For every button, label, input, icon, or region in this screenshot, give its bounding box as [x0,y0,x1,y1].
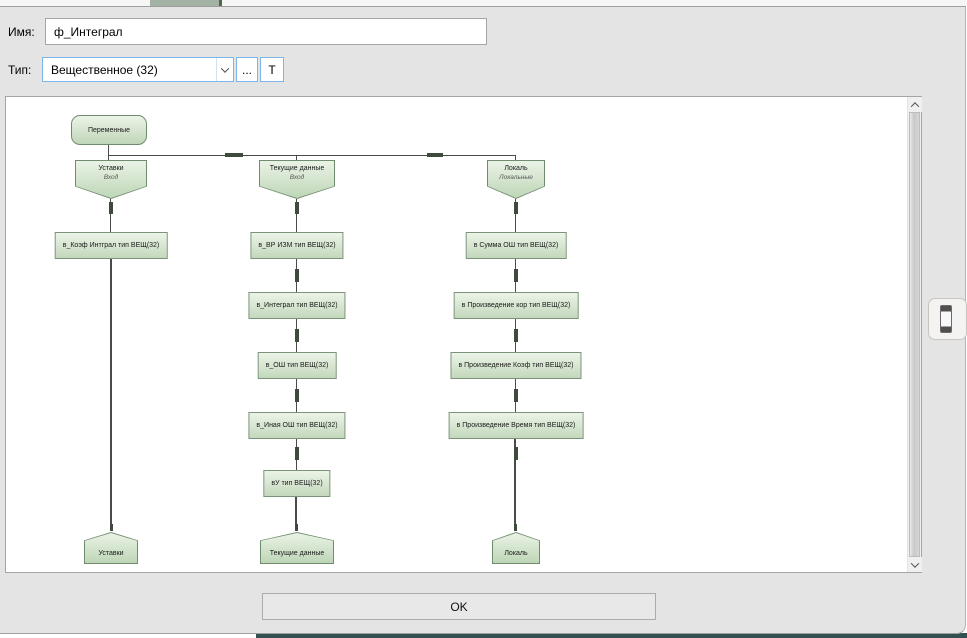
footer-node-local[interactable]: Локаль [492,532,540,564]
node-label: в_Иная ОШ тип ВЕЩ(32) [256,422,338,429]
connector-joint [427,153,443,157]
combo-dropdown-button[interactable] [216,58,233,81]
connector-line [295,497,297,530]
diagram-node[interactable]: в_ОШ тип ВЕЩ(32) [257,352,337,379]
node-label: Уставки [98,550,124,557]
diagram-node[interactable]: в_Интеграл тип ВЕЩ(32) [248,292,346,319]
connector-joint [295,524,298,531]
connector-joint [514,329,518,342]
diagram-panel: Переменные Уставки Вход [5,96,922,573]
connector-joint [514,389,518,402]
scroll-up-button[interactable] [908,97,922,112]
group-label: Локаль [504,165,528,172]
group-label: Уставки [98,165,124,172]
diagram-node-root[interactable]: Переменные [71,115,147,145]
group-label: Текущие данные [269,165,325,172]
connector-joint [295,447,299,460]
connector-joint [295,329,299,342]
connector-joint [514,269,518,282]
top-edge-strip [0,0,967,6]
node-label: в Сумма ОШ тип ВЕЩ(32) [473,242,559,249]
connector-joint [295,389,299,402]
grip-pill-icon [940,305,952,333]
connector-joint [514,524,517,531]
connector-joint [295,269,299,282]
diagram-node[interactable]: в_Коэф Интграл тип ВЕЩ(32) [54,232,168,259]
node-label: Переменные [87,126,131,134]
type-text-button[interactable]: Т [260,57,284,82]
tab-fragment[interactable] [150,0,222,6]
connector-line [515,199,516,232]
diagram-node[interactable]: в_Иная ОШ тип ВЕЩ(32) [248,412,346,439]
diagram-node[interactable]: в_ВР ИЗМ тип ВЕЩ(32) [250,232,344,259]
type-label: Тип: [8,63,32,77]
chevron-up-icon [910,101,920,111]
vertical-scrollbar[interactable] [907,97,922,572]
type-combobox[interactable]: Вещественное (32) [42,57,234,82]
name-label: Имя: [8,25,35,39]
group-node-current-data[interactable]: Текущие данные Вход [259,160,335,199]
node-label: в Произведение Время тип ВЕЩ(32) [456,422,576,429]
diagram-node[interactable]: вУ тип ВЕЩ(32) [263,470,331,497]
group-sublabel: Вход [289,174,305,181]
node-label: вУ тип ВЕЩ(32) [271,480,323,487]
diagram-node[interactable]: в Произведение кор тип ВЕЩ(32) [453,292,579,319]
connector-joint [110,524,113,531]
connector-joint [295,202,299,214]
connector-joint [514,447,518,460]
node-label: в_ВР ИЗМ тип ВЕЩ(32) [258,242,336,249]
group-sublabel: Локальные [499,174,533,181]
connector-line [108,155,516,156]
connector-line [296,155,297,161]
ok-button[interactable]: OK [262,593,656,620]
connector-line [296,199,297,232]
connector-line [108,145,109,155]
connector-line [515,155,516,161]
node-label: в_Коэф Интграл тип ВЕЩ(32) [62,242,160,249]
connector-line [108,155,109,161]
node-label: в Произведение кор тип ВЕЩ(32) [461,302,571,309]
node-label: в_Интеграл тип ВЕЩ(32) [256,302,338,309]
name-input[interactable] [45,18,487,45]
type-combobox-value: Вещественное (32) [51,62,158,77]
node-label: Текущие данные [269,550,325,557]
background-window-strip [256,633,967,638]
dialog-body: Имя: Тип: Вещественное (32) ... Т Переме… [0,6,966,634]
node-label: Локаль [504,550,528,557]
footer-node-current-data[interactable]: Текущие данные [260,532,334,564]
connector-line [110,259,112,530]
chevron-down-icon [910,558,920,568]
diagram-node[interactable]: в Сумма ОШ тип ВЕЩ(32) [465,232,567,259]
connector-joint [514,202,518,214]
group-node-local[interactable]: Локаль Локальные [487,160,545,199]
node-label: в Произведение Коэф тип ВЕЩ(32) [458,362,574,369]
dialog-footer: OK [0,572,965,633]
scroll-down-button[interactable] [908,557,922,572]
type-browse-button[interactable]: ... [236,57,258,82]
connector-line [110,199,111,232]
side-panel-handle[interactable] [928,298,967,340]
diagram-node[interactable]: в Произведение Коэф тип ВЕЩ(32) [450,352,582,379]
node-label: в_ОШ тип ВЕЩ(32) [265,362,329,369]
connector-line [514,439,516,530]
diagram-canvas[interactable]: Переменные Уставки Вход [6,97,907,572]
footer-node-ustavki[interactable]: Уставки [84,532,138,564]
chevron-down-icon [220,63,230,73]
group-sublabel: Вход [103,174,119,181]
connector-joint [109,202,113,214]
diagram-node[interactable]: в Произведение Время тип ВЕЩ(32) [448,412,584,439]
connector-joint [225,153,243,157]
group-node-ustavki[interactable]: Уставки Вход [75,160,147,199]
scrollbar-thumb[interactable] [909,112,920,557]
